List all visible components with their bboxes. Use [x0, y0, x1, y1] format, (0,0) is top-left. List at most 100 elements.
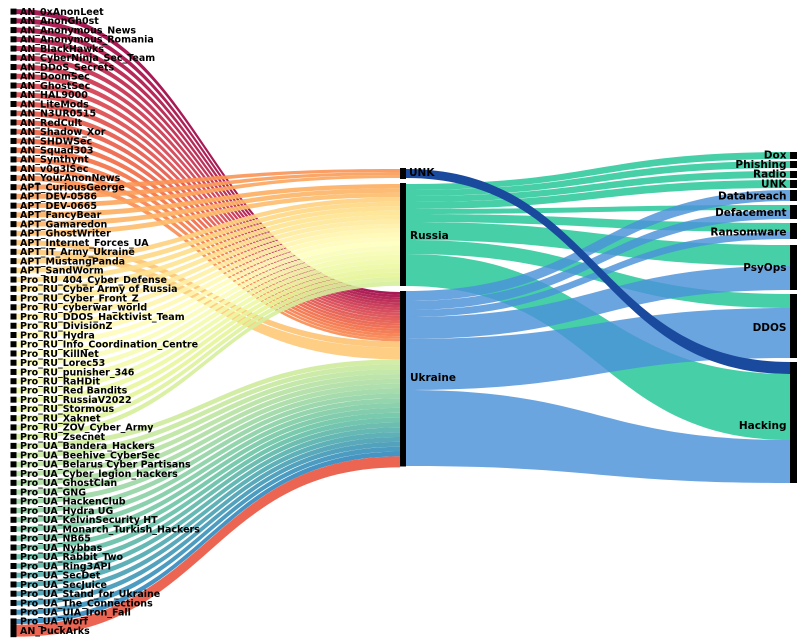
flow-ribbon-left [16, 73, 400, 313]
middle-node-bar [400, 183, 406, 286]
flow-ribbon-left [16, 210, 400, 292]
flow-ribbon-left [16, 206, 400, 283]
left-node-bar [10, 590, 17, 597]
flow-ribbon-left [16, 254, 400, 384]
left-node-label: APT_CuriousGeorge [20, 182, 125, 193]
left-node-label: Pro_RU_KillNet [20, 349, 99, 360]
left-node-label: Pro_UA_Rabbit_Two [20, 552, 124, 563]
flow-ribbon-left [16, 241, 400, 356]
right-node-label: Databreach [718, 191, 787, 203]
left-node-label: AN_Synthynt [20, 155, 89, 166]
right-node-label: Defacement [715, 207, 786, 219]
flow-ribbon-left [16, 281, 400, 440]
flow-ribbon-left [16, 250, 400, 375]
left-node-bar [10, 526, 17, 533]
left-node-label: Pro_UA_Nybbas [20, 543, 103, 554]
left-node-label: Pro_UA_KelvinSecurity HT [20, 515, 158, 526]
left-node-bar [10, 433, 17, 440]
flow-ribbon-left [16, 156, 400, 337]
left-node-label: Pro_RU_Red Bandits [20, 386, 128, 397]
flow-ribbon-left [16, 432, 400, 587]
flow-ribbon-left [16, 369, 400, 467]
middle-node-bar [400, 291, 406, 467]
left-node-label: AN_Anonymous_News [20, 25, 136, 36]
middle-node-label: Russia [410, 230, 449, 242]
left-node-bar [10, 599, 17, 606]
left-node-bar [10, 17, 17, 24]
right-node-label: Phishing [735, 159, 786, 171]
left-node-bar [10, 341, 17, 348]
left-node-bar [10, 128, 17, 135]
left-node-bar [10, 73, 17, 80]
left-node-label: Pro_UA_NB65 [20, 534, 91, 545]
flow-ribbon-right [406, 390, 790, 483]
left-node-bar [10, 110, 17, 117]
flow-ribbon-left [16, 388, 400, 504]
flow-ribbon-left [16, 172, 400, 199]
flow-ribbon-left [16, 36, 400, 303]
left-node-label: Pro_RU_Xaknet [20, 413, 101, 424]
left-node-bar [10, 507, 17, 514]
left-node-label: Pro_UA_Ring3API [20, 561, 111, 572]
flow-ribbon-left [16, 383, 400, 495]
flow-ribbon-right [406, 190, 790, 301]
left-node-bar [10, 572, 17, 579]
right-node-label: Hacking [739, 420, 787, 432]
left-node-label: AN_N3UR0515 [20, 109, 96, 120]
left-node-label: AN_LiteMods [20, 99, 89, 110]
left-node-bar [10, 396, 17, 403]
flow-ribbon-left [16, 451, 400, 624]
left-node-label: AN_PuckArks [20, 626, 90, 637]
left-node-label: AN_Squad303 [20, 146, 94, 157]
flow-ribbon-left [16, 277, 400, 430]
left-node-label: Pro_UA_HackenClub [20, 497, 126, 508]
left-node-bar [10, 378, 17, 385]
left-node-bar [10, 239, 17, 246]
left-node-bar [10, 470, 17, 477]
flow-ribbon-left [16, 272, 400, 421]
flow-ribbon-left [16, 407, 400, 541]
left-node-bar [10, 45, 17, 52]
left-node-label: Pro_RU_ZOV_Cyber_Army [20, 423, 154, 434]
left-node-label: APT_SandWorm [20, 266, 104, 277]
left-node-bar [10, 54, 17, 61]
left-node-bar [10, 359, 17, 366]
left-node-bar [10, 221, 17, 228]
left-node-label: AN_DoomSec [20, 72, 90, 83]
left-node-label: AN_AnonGh0st [20, 16, 99, 27]
left-node-bar [10, 624, 17, 638]
flow-ribbon-left [16, 223, 400, 320]
left-node-bar [10, 82, 17, 89]
right-node-label: Ransomware [710, 227, 786, 239]
left-node-label: AN_Shadow_Xor [20, 127, 106, 138]
left-node-label: Pro_UA_Stand_for_Ukraine [20, 589, 160, 600]
left-node-label: Pro_UA_Monarch_Turkish_Hackers [20, 524, 200, 535]
left-node-bar [10, 424, 17, 431]
left-node-bar [10, 184, 17, 191]
left-node-bar [10, 276, 17, 283]
left-node-label: Pro_RU_cyberwar_world [20, 303, 147, 314]
flow-ribbon-left [16, 138, 400, 331]
left-node-bar [10, 258, 17, 265]
flow-ribbon-left [16, 101, 400, 321]
flow-ribbon-left [16, 378, 400, 486]
left-node-bar [10, 609, 17, 616]
flow-ribbon-left [16, 359, 400, 449]
left-node-bar [10, 101, 17, 107]
right-node-label: UNK [761, 179, 787, 191]
flow-ribbon-left [16, 119, 400, 326]
left-node-bar [10, 516, 17, 523]
left-node-label: AN_GhostSec [20, 81, 90, 92]
left-node-bar [10, 387, 17, 394]
left-node-bar [10, 563, 17, 569]
left-node-label: AN_HAL9000 [20, 90, 88, 101]
left-node-bar [10, 174, 17, 181]
left-node-label: Pro_UA_SecDet [20, 571, 101, 582]
flow-ribbon-left [16, 232, 400, 338]
left-node-bar [10, 535, 17, 542]
left-node-label: Pro_RU_Zsecnet [20, 432, 106, 443]
left-node-bar [10, 452, 17, 459]
flow-ribbon-left [16, 46, 400, 306]
left-node-label: AN_BlackHawks [20, 44, 104, 55]
flow-ribbon-left [16, 9, 400, 295]
